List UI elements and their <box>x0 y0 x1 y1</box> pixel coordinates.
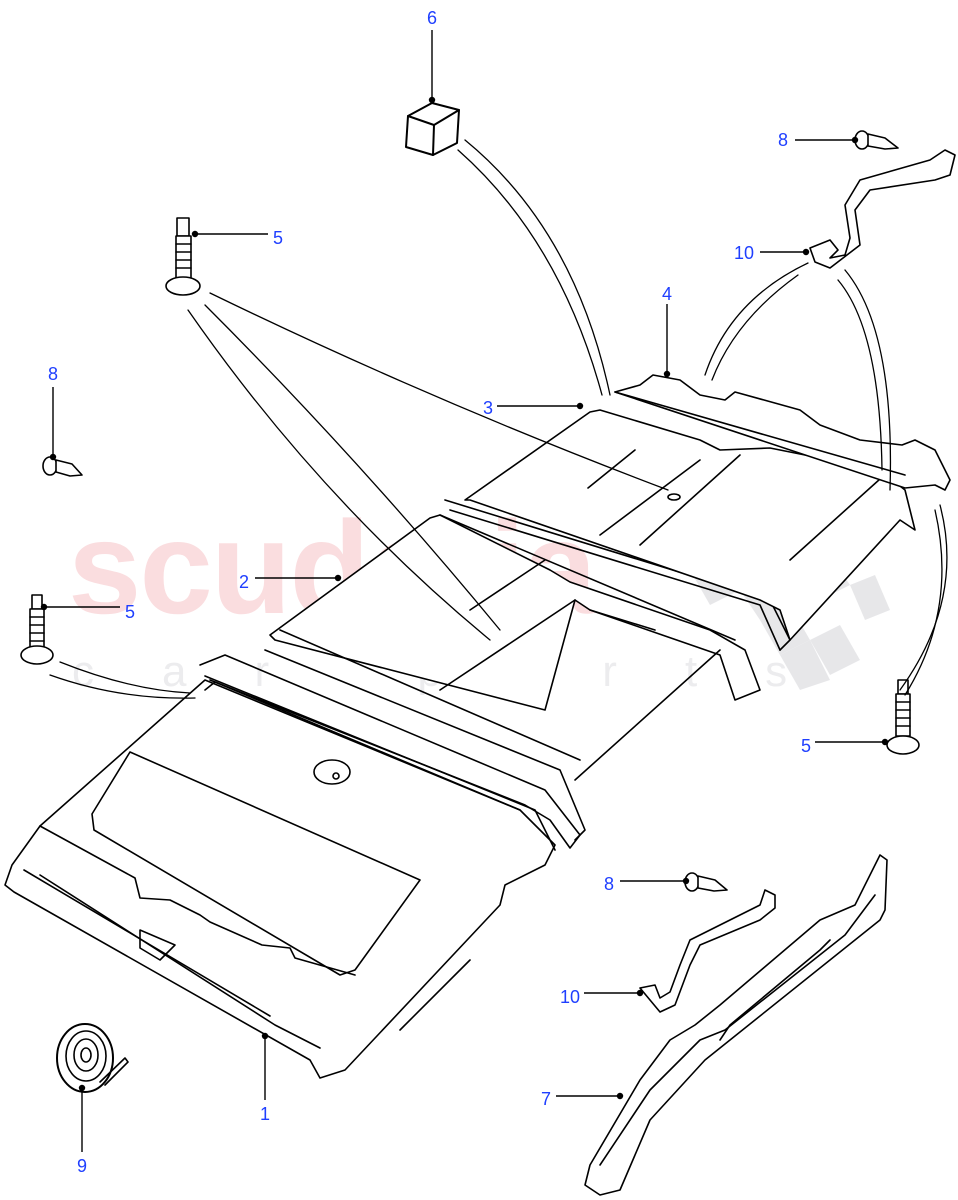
part-5-screw-top <box>165 217 201 296</box>
gasket-strip-1 <box>199 654 581 851</box>
callout-2[interactable]: 2 <box>238 572 250 592</box>
panel-2-centre-headlining <box>264 514 761 841</box>
callout-10-lower[interactable]: 10 <box>559 987 581 1007</box>
part-10-grab-bracket-top <box>809 149 956 269</box>
part-8-screw-left <box>42 456 83 477</box>
callout-6[interactable]: 6 <box>426 8 438 28</box>
callout-4[interactable]: 4 <box>661 284 673 304</box>
callout-8-lower-right[interactable]: 8 <box>603 874 615 894</box>
callout-8-top-right[interactable]: 8 <box>777 130 789 150</box>
part-5-screw-right <box>886 679 920 755</box>
part-6-foam-block <box>405 102 460 156</box>
callout-3[interactable]: 3 <box>482 398 494 418</box>
part-10-grab-bracket-lower <box>639 889 776 1013</box>
part-5-screw-left <box>20 594 54 665</box>
leader-lines <box>44 30 885 1152</box>
part-8-screw-lower-right <box>684 872 728 892</box>
callout-5-left[interactable]: 5 <box>124 602 136 622</box>
leader-dots <box>40 96 889 1100</box>
callout-5-right[interactable]: 5 <box>800 736 812 756</box>
panel-1-front-headlining <box>4 679 556 1079</box>
part-9-tape-roll <box>56 1023 129 1093</box>
callout-8-left[interactable]: 8 <box>47 364 59 384</box>
callout-7[interactable]: 7 <box>540 1089 552 1109</box>
part-7-side-trim-panel <box>584 854 888 1196</box>
callout-10-top[interactable]: 10 <box>733 243 755 263</box>
callout-1[interactable]: 1 <box>259 1104 271 1124</box>
panel-3-rear-headlining <box>464 409 916 641</box>
association-curves <box>49 139 948 699</box>
gasket-strip-2 <box>444 499 791 651</box>
callout-5-top[interactable]: 5 <box>272 228 284 248</box>
callout-9[interactable]: 9 <box>76 1156 88 1176</box>
part-8-screw-top-right <box>854 130 899 150</box>
